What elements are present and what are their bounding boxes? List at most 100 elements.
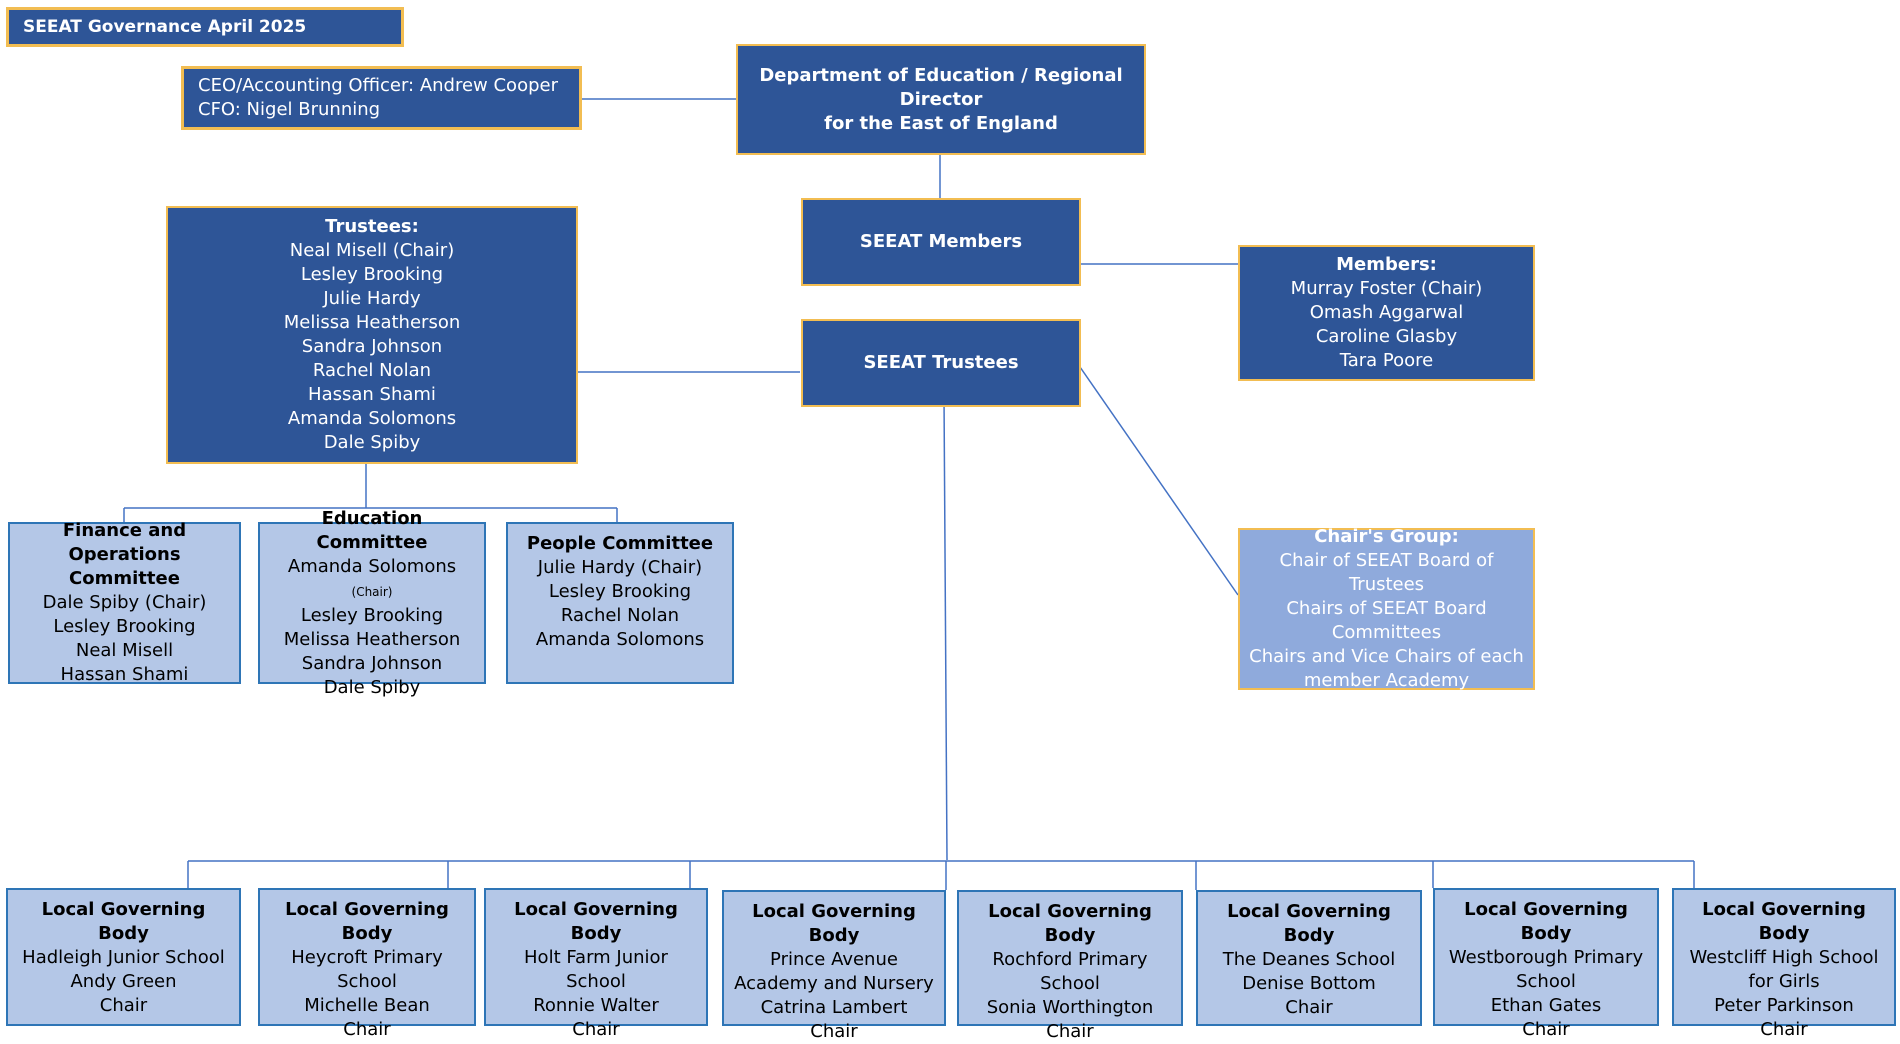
trustee-name: Neal Misell (Chair): [289, 240, 455, 261]
member-name: Tara Poore: [1339, 350, 1434, 371]
lgb-title: Local Governing Body: [988, 901, 1152, 946]
lgb-line: Hadleigh Junior School: [22, 947, 225, 968]
committee-member: Julie Hardy (Chair): [537, 557, 703, 578]
lgb-title: Local Governing Body: [285, 899, 449, 944]
lgb-line: School: [1516, 971, 1576, 992]
lgb-line: Ronnie Walter: [533, 995, 659, 1016]
dfe-box: Department of Education / Regional Direc…: [736, 44, 1146, 155]
committee-member: Hassan Shami: [60, 664, 189, 685]
trustee-name: Rachel Nolan: [312, 360, 432, 381]
lgb-title: Local Governing Body: [752, 901, 916, 946]
lgb-line: Heycroft Primary: [291, 947, 443, 968]
connector-trustees-lgb: [943, 395, 948, 861]
lgb-line: Westcliff High School: [1689, 947, 1879, 968]
lgb-line: Academy and Nursery: [734, 973, 934, 994]
committee-member: Dale Spiby (Chair): [42, 592, 207, 613]
lgb-box-deanes: Local Governing Body The Deanes School D…: [1196, 890, 1422, 1026]
seeat-trustees-box: SEEAT Trustees: [801, 319, 1081, 407]
lgb-title: Local Governing Body: [41, 899, 206, 944]
committee-member: Neal Misell: [75, 640, 174, 661]
lgb-title: Local Governing Body: [1702, 899, 1866, 944]
lgb-box-hadleigh: Local Governing Body Hadleigh Junior Sch…: [6, 888, 241, 1026]
chairs-group-heading: Chair's Group:: [1314, 526, 1459, 547]
finance-committee-title: Committee: [69, 568, 180, 589]
lgb-line: Chair: [1046, 1021, 1094, 1042]
chairs-group-line: Chairs of SEEAT Board: [1286, 598, 1487, 619]
dfe-line-2: for the East of England: [824, 112, 1058, 134]
member-name: Omash Aggarwal: [1309, 302, 1464, 323]
ceo-label: CEO/Accounting Officer: Andrew Cooper: [198, 75, 558, 96]
lgb-line: Rochford Primary: [992, 949, 1148, 970]
lgb-line: Sonia Worthington: [986, 997, 1154, 1018]
lgb-line: The Deanes School: [1222, 949, 1396, 970]
lgb-box-prince-avenue: Local Governing Body Prince Avenue Acade…: [722, 890, 946, 1042]
chairs-group-line: Chairs and Vice Chairs of each: [1249, 646, 1524, 667]
trustee-name: Hassan Shami: [308, 384, 436, 405]
committee-member: Lesley Brooking: [53, 616, 196, 637]
lgb-line: Chair: [1522, 1019, 1570, 1040]
committee-member: Lesley Brooking: [548, 581, 692, 602]
members-box: Members: Murray Foster (Chair) Omash Agg…: [1238, 245, 1535, 381]
executives-box: CEO/Accounting Officer: Andrew Cooper CF…: [181, 66, 582, 130]
committee-chair-tag: (Chair): [351, 584, 393, 599]
chairs-group-line: member Academy: [1303, 670, 1470, 691]
chairs-group-line: Chair of SEEAT Board of Trustees: [1279, 550, 1494, 595]
committee-member: Lesley Brooking: [300, 604, 444, 626]
cfo-label: CFO: Nigel Brunning: [198, 99, 381, 120]
committee-member: Amanda Solomons: [535, 629, 705, 650]
education-committee-title: Education Committee: [316, 507, 428, 553]
lgb-line: Andy Green: [70, 971, 177, 992]
lgb-box-holt-farm: Local Governing Body Holt Farm Junior Sc…: [484, 888, 708, 1040]
lgb-line: School: [1040, 973, 1100, 994]
people-committee-box: People Committee Julie Hardy (Chair) Les…: [506, 522, 734, 684]
trustee-name: Amanda Solomons: [287, 408, 457, 429]
lgb-line: Prince Avenue: [770, 949, 898, 970]
lgb-line: School: [337, 971, 397, 992]
committee-member: Amanda Solomons (Chair): [268, 555, 476, 604]
finance-committee-title: Finance and Operations: [62, 520, 187, 565]
trustee-name: Melissa Heatherson: [283, 312, 461, 333]
lgb-box-rochford: Local Governing Body Rochford Primary Sc…: [957, 890, 1183, 1042]
lgb-box-heycroft: Local Governing Body Heycroft Primary Sc…: [258, 888, 476, 1040]
trustee-name: Dale Spiby: [323, 432, 421, 453]
lgb-line: Holt Farm Junior School: [524, 947, 668, 992]
lgb-title: Local Governing Body: [514, 899, 678, 944]
lgb-line: Chair: [99, 995, 148, 1016]
lgb-box-westborough: Local Governing Body Westborough Primary…: [1433, 888, 1659, 1040]
lgb-line: Chair: [572, 1019, 620, 1040]
lgb-line: Chair: [1285, 997, 1333, 1018]
committee-chair-name: Amanda Solomons: [287, 555, 457, 577]
dfe-line-1: Department of Education / Regional Direc…: [759, 64, 1123, 110]
education-committee-box: Education Committee Amanda Solomons (Cha…: [258, 508, 486, 698]
lgb-line: Chair: [1760, 1019, 1808, 1040]
committee-member: Sandra Johnson: [301, 652, 443, 674]
chairs-group-line: Committees: [1331, 622, 1442, 643]
committee-member: Dale Spiby: [323, 676, 421, 698]
seeat-members-box: SEEAT Members: [801, 198, 1081, 286]
chart-title: SEEAT Governance April 2025: [6, 7, 404, 47]
people-committee-title: People Committee: [526, 533, 714, 554]
lgb-line: Catrina Lambert: [760, 997, 908, 1018]
lgb-line: Chair: [810, 1021, 858, 1042]
finance-committee-box: Finance and Operations Committee Dale Sp…: [8, 520, 241, 685]
lgb-line: Peter Parkinson: [1714, 995, 1854, 1016]
chairs-group-box: Chair's Group: Chair of SEEAT Board of T…: [1238, 526, 1535, 691]
lgb-line: Chair: [343, 1019, 391, 1040]
lgb-line: for Girls: [1748, 971, 1820, 992]
lgb-box-westcliff: Local Governing Body Westcliff High Scho…: [1672, 888, 1896, 1040]
trustee-name: Lesley Brooking: [300, 264, 444, 285]
lgb-title: Local Governing Body: [1227, 901, 1391, 946]
member-name: Murray Foster (Chair): [1290, 278, 1483, 299]
trustee-name: Julie Hardy: [323, 288, 421, 309]
member-name: Caroline Glasby: [1315, 326, 1458, 347]
lgb-line: Westborough Primary: [1448, 947, 1644, 968]
trustees-box: Trustees: Neal Misell (Chair) Lesley Bro…: [166, 206, 578, 464]
lgb-title: Local Governing Body: [1464, 899, 1628, 944]
committee-member: Melissa Heatherson: [283, 628, 461, 650]
lgb-line: Michelle Bean: [304, 995, 430, 1016]
committee-member: Rachel Nolan: [560, 605, 680, 626]
lgb-line: Ethan Gates: [1490, 995, 1602, 1016]
trustees-heading: Trustees:: [325, 216, 419, 237]
